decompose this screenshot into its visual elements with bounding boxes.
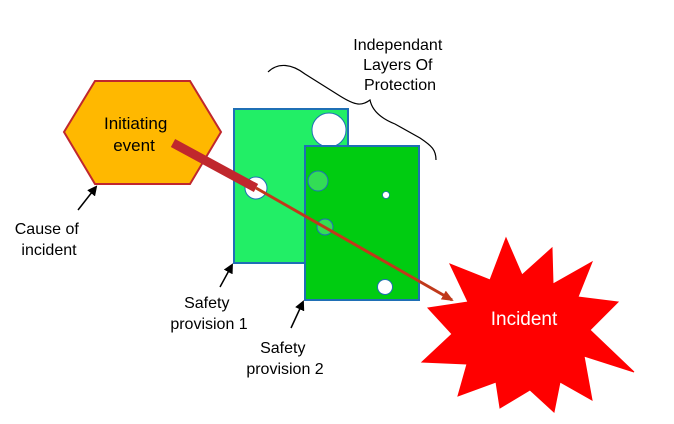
- hazard-trajectory-thin: [255, 186, 454, 302]
- title-label: Independant Layers Of Protection: [353, 37, 446, 94]
- incident-starburst: [420, 236, 635, 413]
- layer-2-hole-a: [307, 170, 329, 192]
- hazard-trajectory-thick: [170, 139, 259, 192]
- initiating-event-hexagon: [62, 80, 223, 185]
- layer-2-hole-b: [382, 191, 390, 199]
- layer-1-hole-large: [311, 112, 347, 148]
- layers-brace: [267, 64, 437, 161]
- cause-label: Cause of incident: [15, 221, 84, 259]
- provision-1-label: Safety provision 1: [170, 295, 247, 333]
- provision-2-label: Safety provision 2: [246, 340, 323, 378]
- initiating-event-label: Initiating event: [104, 114, 172, 155]
- incident-label: Incident: [491, 309, 558, 330]
- layer-2-hole-d: [377, 279, 393, 295]
- provision-1-arrow: [219, 263, 233, 288]
- cause-arrow: [77, 185, 98, 211]
- provision-2-arrow: [290, 300, 305, 329]
